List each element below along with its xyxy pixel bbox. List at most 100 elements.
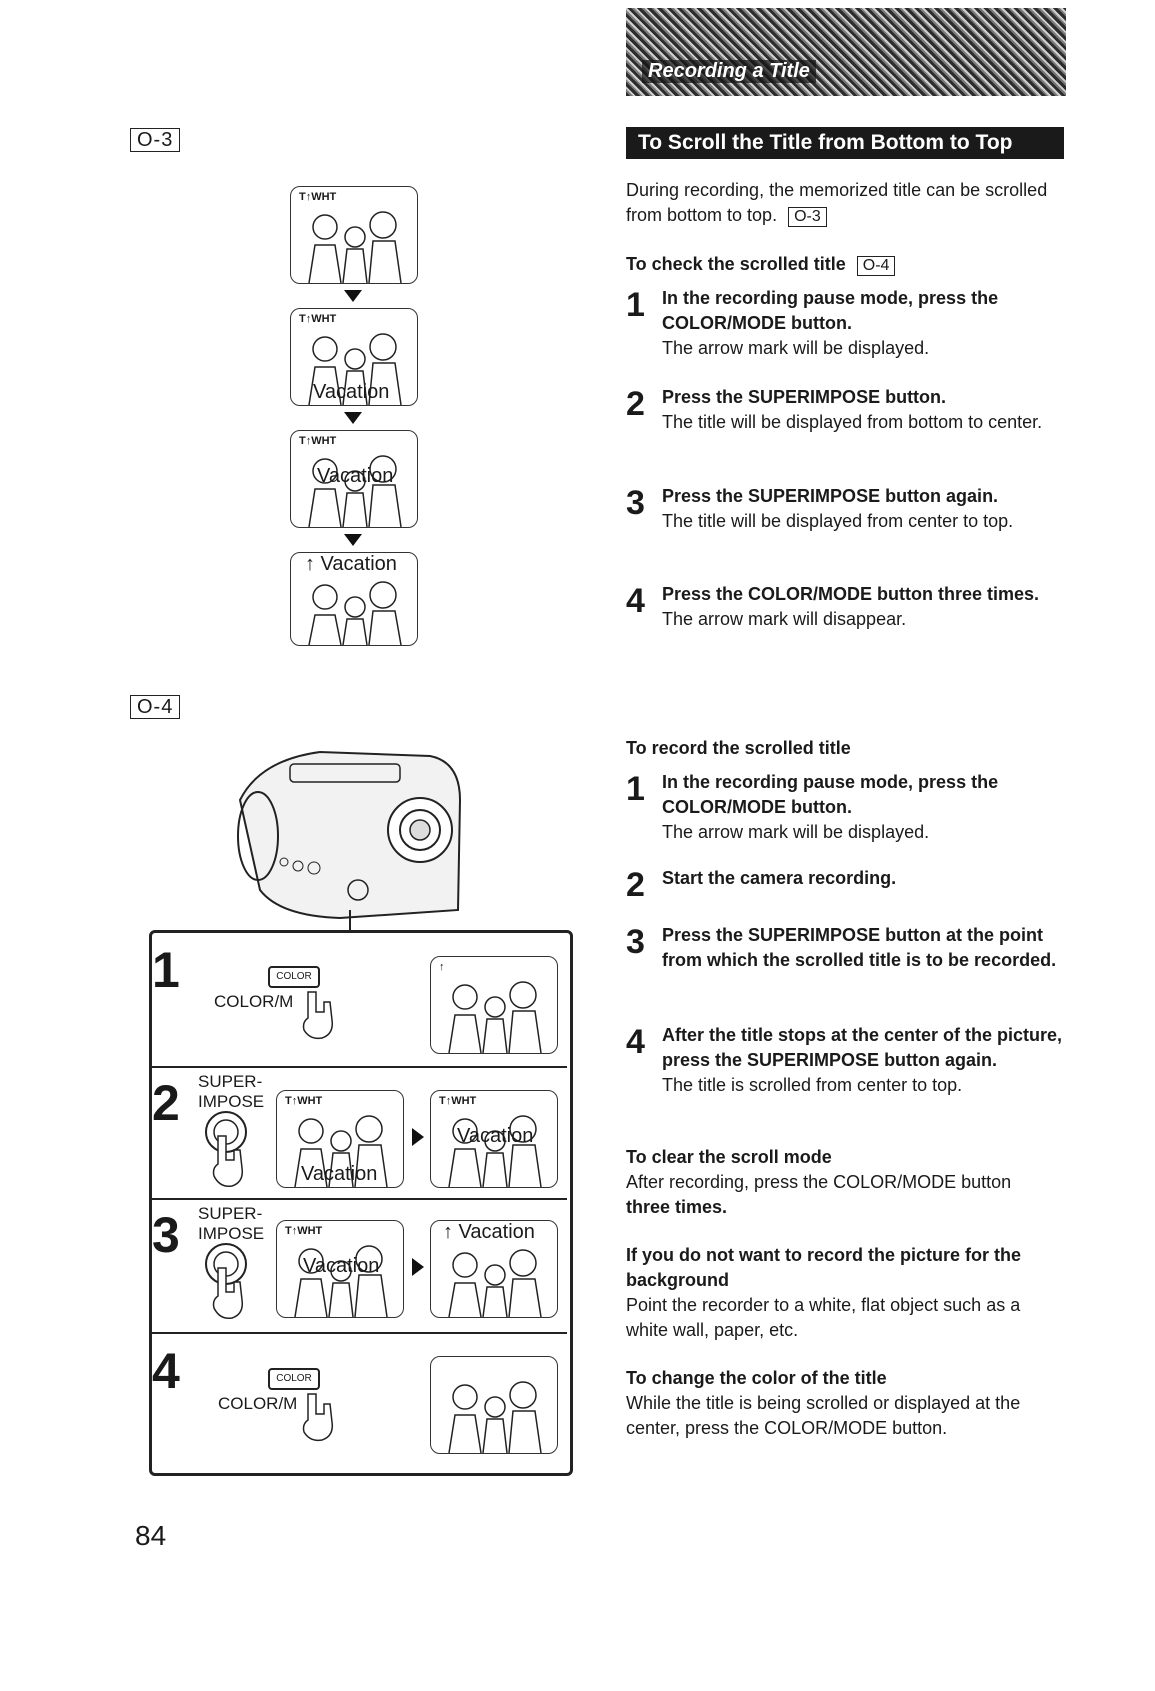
family-illustration [448,1249,542,1317]
screen-tag: T↑WHT [299,435,337,447]
arrow-mark: ↑ [439,961,445,973]
step-instruction: After the title stops at the center of t… [662,1025,1063,1070]
family-illustration [448,1115,542,1187]
screen-tag: T↑WHT [299,313,337,325]
figure-ref: O-4 [856,256,896,276]
intro-text: During recording, the memorized title ca… [626,180,1048,225]
clear-bold: three times. [626,1197,728,1217]
step-note: The arrow mark will be displayed. [662,822,930,842]
step-note: The arrow mark will be displayed. [662,338,930,358]
superimpose-label: IMPOSE [198,1224,265,1243]
family-illustration [308,581,402,645]
row-divider [149,1332,567,1334]
step-number: 1 [626,770,645,808]
background-heading: If you do not want to record the picture… [626,1245,1021,1290]
step-number: 3 [626,923,645,961]
color-text: While the title is being scrolled or dis… [626,1393,1021,1438]
section-banner: Recording a Title [626,8,1066,96]
step-note: The arrow mark will disappear. [662,609,907,629]
step-instruction: Press the COLOR/MODE button three times. [662,584,1040,604]
title-text: Vacation [303,1255,380,1277]
family-illustration [294,1245,388,1317]
title-text: Vacation [457,1125,534,1147]
arrow-right-icon [412,1258,424,1276]
step-note: The title will be displayed from center … [662,511,1014,531]
clear-text: After recording, press the COLOR/MODE bu… [626,1172,1012,1192]
panel-step-number: 4 [152,1343,180,1399]
superimpose-button-icon [205,1243,247,1320]
superimpose-label: IMPOSE [198,1092,265,1111]
clear-section: To clear the scroll mode After recording… [626,1145,1066,1220]
step-instruction: In the recording pause mode, press the C… [662,772,999,817]
step-instruction: Press the SUPERIMPOSE button at the poin… [662,925,1057,970]
step-number: 2 [626,385,645,423]
color-section: To change the color of the title While t… [626,1366,1066,1441]
finger-press-icon [302,1393,334,1442]
screen-frame-step1: ↑ [430,956,558,1054]
record-step-1: 1 In the recording pause mode, press the… [626,770,1066,845]
family-illustration [294,1115,388,1187]
family-illustration [308,455,402,527]
step-instruction: Press the SUPERIMPOSE button again. [662,486,999,506]
section-title: To Scroll the Title from Bottom to Top [626,127,1064,159]
check-step-1: 1 In the recording pause mode, press the… [626,286,1066,361]
screen-tag: T↑WHT [299,191,337,203]
color-mode-label: COLOR/M [218,1394,298,1413]
screen-tag: T↑WHT [285,1225,323,1237]
step-number: 2 [626,866,645,904]
step-number: 3 [626,484,645,522]
color-mode-button: COLOR [268,1368,320,1390]
page-number: 84 [135,1520,167,1551]
arrow-right-icon [412,1128,424,1146]
record-heading: To record the scrolled title [626,738,851,758]
title-text: Vacation [313,381,390,403]
check-step-4: 4 Press the COLOR/MODE button three time… [626,582,1066,632]
color-mode-button: COLOR [268,966,320,988]
row-divider [149,1066,567,1068]
arrow-down-icon [344,412,362,424]
clear-heading: To clear the scroll mode [626,1147,832,1167]
check-step-2: 2 Press the SUPERIMPOSE button. The title… [626,385,1066,435]
record-step-2: 2 Start the camera recording. [626,866,1066,902]
title-text: Vacation [301,1163,378,1185]
figure-label-o4: O-4 [130,695,181,719]
camcorder-illustration [237,750,462,930]
check-heading-text: To check the scrolled title [626,254,846,274]
panel-step-number: 3 [152,1207,180,1263]
step-instruction: In the recording pause mode, press the C… [662,288,999,333]
family-illustration [308,211,402,283]
check-step-3: 3 Press the SUPERIMPOSE button again. The… [626,484,1066,534]
step-number: 4 [626,582,645,620]
step-note: The title will be displayed from bottom … [662,412,1043,432]
family-illustration [308,333,402,405]
panel-step-number: 1 [152,942,180,998]
step-instruction: Press the SUPERIMPOSE button. [662,387,947,407]
superimpose-label: SUPER- [198,1072,263,1091]
banner-title: Recording a Title [642,60,816,83]
title-text: Vacation [317,465,394,487]
screen-frame-1: T↑WHT [290,186,418,284]
screen-frame-step4 [430,1356,558,1454]
title-text: ↑ Vacation [305,553,397,575]
step-number: 1 [626,286,645,324]
figure-ref: O-3 [788,207,827,227]
screen-frame-3: T↑WHT Vacation [290,430,418,528]
color-heading: To change the color of the title [626,1368,887,1388]
step-note: The title is scrolled from center to top… [662,1075,963,1095]
arrow-down-icon [344,534,362,546]
arrow-down-icon [344,290,362,302]
finger-press-icon [302,991,334,1040]
figure-label-o3: O-3 [130,128,181,152]
screen-frame-step2b: T↑WHT Vacation [430,1090,558,1188]
intro-paragraph: During recording, the memorized title ca… [626,178,1066,228]
family-illustration [448,1381,542,1453]
superimpose-button-icon [205,1111,247,1188]
check-heading: To check the scrolled title O-4 [626,252,1066,277]
record-step-3: 3 Press the SUPERIMPOSE button at the po… [626,923,1066,973]
screen-frame-step3b: ↑ Vacation [430,1220,558,1318]
step-number: 4 [626,1023,645,1061]
color-mode-label: COLOR/M [214,992,294,1011]
superimpose-label: SUPER- [198,1204,263,1223]
step-instruction: Start the camera recording. [662,868,897,888]
panel-step-number: 2 [152,1075,180,1131]
